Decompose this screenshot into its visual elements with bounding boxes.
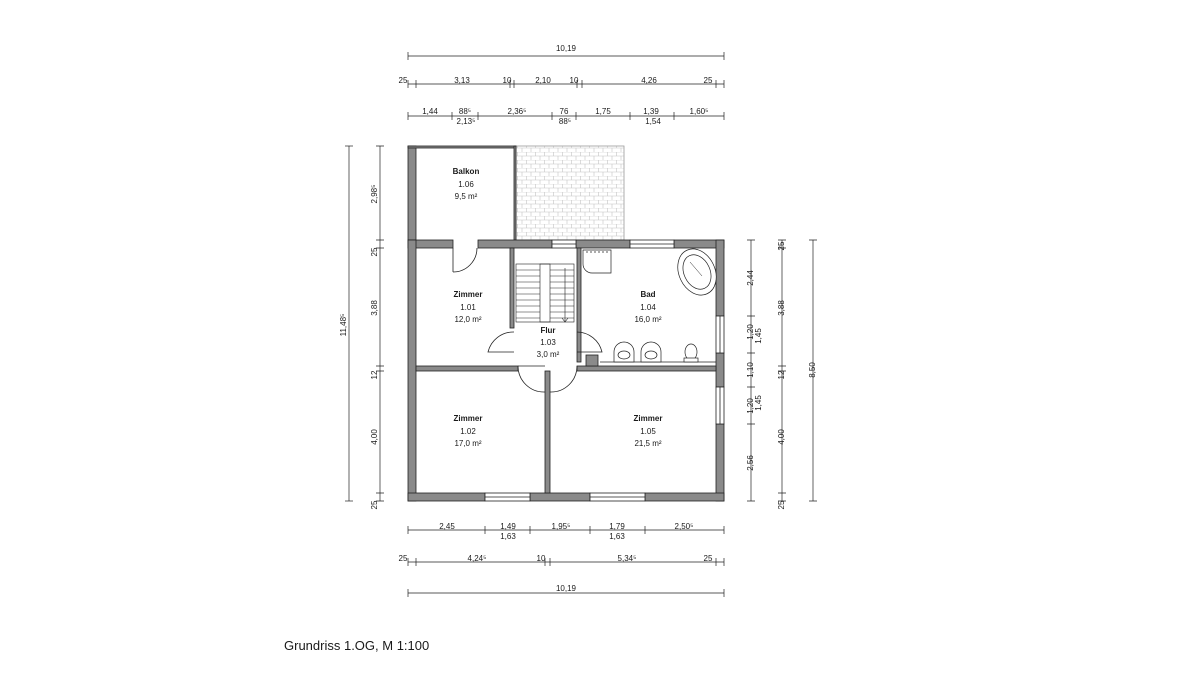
dim-top-2-2: 3,13 [454,76,470,85]
dim-right-3: 12 [777,370,786,379]
dim-bottom-total: 10,19 [556,584,577,593]
room-name: Zimmer [454,414,483,423]
toilet [684,343,698,361]
dim-right-inner-6: 1,45 [754,395,763,411]
dim-top-2-1: 25 [399,76,408,85]
dim-bottom-2-3: 10 [537,554,546,563]
room-area: 21,5 m² [634,439,661,448]
dim-top-2-6: 4,26 [641,76,657,85]
right-dimension-chains [747,239,817,502]
dim-bottom-1-2: 1,49 [500,522,516,531]
dim-bottom-1-1: 2,45 [439,522,455,531]
left-dimension-chains [345,145,384,502]
dim-top-2-4: 2,10 [535,76,551,85]
dim-right-inner-7: 2,56 [746,455,755,471]
dim-right-4: 4,00 [777,429,786,445]
room-label-balkon: Balkon 1.06 9,5 m² [453,167,480,201]
room-name: Flur [540,326,555,335]
room-area: 17,0 m² [454,439,481,448]
room-area: 3,0 m² [537,350,560,359]
dim-top-3b-3: 1,54 [645,117,661,126]
tiled-terrace [515,145,625,241]
dim-right-inner-1: 2,44 [746,270,755,286]
dim-left-5: 4,00 [370,429,379,445]
dim-right-1: 25 [777,241,786,250]
room-number: 1.05 [640,427,656,436]
shower-tray [582,249,612,274]
bath-fixtures [582,248,717,363]
plan-caption: Grundriss 1.OG, M 1:100 [284,638,430,653]
dim-right-inner-2: 1,20 [746,324,755,340]
dim-top-3-2: 88⁵ [459,107,471,116]
room-name: Zimmer [454,290,483,299]
dim-top-3-3: 2,36⁵ [508,107,527,116]
dim-right-inner-5: 1,20 [746,398,755,414]
dim-top-3b-2: 88⁵ [559,117,571,126]
room-label-flur: Flur 1.03 3,0 m² [537,326,560,359]
dim-bottom-1b-1: 1,63 [500,532,516,541]
dim-bottom-1-5: 2,50⁵ [675,522,694,531]
room-label-zimmer-105: Zimmer 1.05 21,5 m² [634,414,663,448]
room-label-zimmer-102: Zimmer 1.02 17,0 m² [454,414,483,448]
room-label-zimmer-101: Zimmer 1.01 12,0 m² [454,290,483,324]
dim-left-2: 25 [370,247,379,256]
dim-left-total: 11,48⁵ [339,314,348,337]
room-area: 16,0 m² [634,315,661,324]
dim-right-total: 8,50 [808,362,817,378]
dim-right-inner-4: 1,10 [746,362,755,378]
room-number: 1.04 [640,303,656,312]
dim-top-3-5: 1,75 [595,107,611,116]
dim-bottom-2-4: 5,34⁵ [618,554,637,563]
room-label-bad: Bad 1.04 16,0 m² [634,290,661,324]
dim-top-3b-1: 2,13⁵ [457,117,476,126]
dim-left-1: 2,98⁵ [370,185,379,204]
room-number: 1.03 [540,338,556,347]
dim-top-2-7: 25 [704,76,713,85]
dim-top-total: 10,19 [556,44,577,53]
room-area: 12,0 m² [454,315,481,324]
dim-top-3-1: 1,44 [422,107,438,116]
bottom-dimension-chains [407,526,725,597]
dim-top-2-3: 10 [503,76,512,85]
dim-left-6: 25 [370,500,379,509]
doors [452,247,603,393]
walls [407,145,725,502]
room-number: 1.06 [458,180,474,189]
dim-bottom-2-2: 4,24⁵ [468,554,487,563]
windows [484,239,725,502]
dim-bottom-2-5: 25 [704,554,713,563]
dim-top-3-6: 1,39 [643,107,659,116]
dim-top-2-5: 10 [570,76,579,85]
dim-left-4: 12 [370,370,379,379]
room-number: 1.01 [460,303,476,312]
dim-bottom-1-4: 1,79 [609,522,625,531]
dim-bottom-2-1: 25 [399,554,408,563]
room-number: 1.02 [460,427,476,436]
room-name: Balkon [453,167,480,176]
dim-left-3: 3,88 [370,300,379,316]
dim-right-5: 25 [777,500,786,509]
room-name: Bad [640,290,655,299]
staircase [515,263,575,323]
dim-right-inner-3: 1,45 [754,328,763,344]
dim-top-3-7: 1,60⁵ [690,107,709,116]
top-dimension-chains [407,52,725,120]
room-name: Zimmer [634,414,663,423]
dim-top-3-4: 76 [560,107,569,116]
dim-bottom-1b-2: 1,63 [609,532,625,541]
room-area: 9,5 m² [455,192,478,201]
dim-right-2: 3,88 [777,300,786,316]
dim-bottom-1-3: 1,95⁵ [552,522,571,531]
